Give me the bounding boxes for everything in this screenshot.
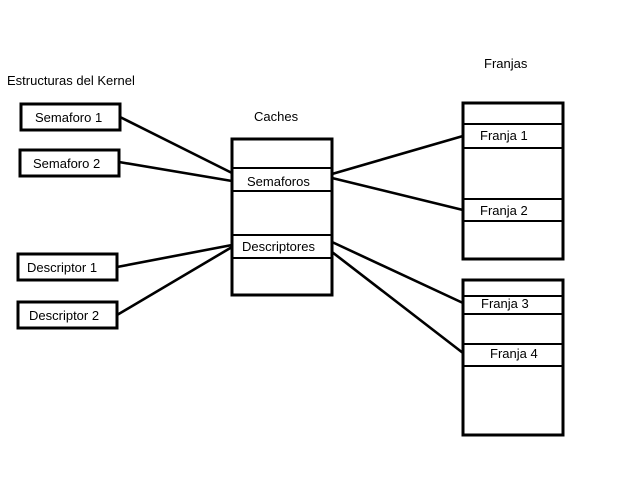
edge-semaforos-to-franja-1 bbox=[330, 134, 465, 176]
franjas-column-bottom: Franja 3 Franja 4 bbox=[461, 278, 565, 437]
franja-1-label: Franja 1 bbox=[480, 128, 528, 143]
caches-title: Caches bbox=[254, 109, 299, 124]
franjas-column-top: Franja 1 Franja 2 bbox=[461, 101, 565, 261]
edge-semaforos-to-franja-2 bbox=[330, 176, 465, 212]
edge-descriptor-2-to-descriptores bbox=[115, 245, 234, 317]
edge-semaforo-2-to-semaforos bbox=[117, 160, 234, 183]
franja-4-label: Franja 4 bbox=[490, 346, 538, 361]
semaforo-2-label: Semaforo 2 bbox=[33, 156, 100, 171]
edge-descriptor-1-to-descriptores bbox=[115, 243, 234, 269]
franja-2-label: Franja 2 bbox=[480, 203, 528, 218]
edge-descriptores-to-franja-3 bbox=[330, 240, 465, 305]
descriptor-1-box: Descriptor 1 bbox=[16, 252, 119, 282]
semaforo-1-label: Semaforo 1 bbox=[35, 110, 102, 125]
descriptor-1-label: Descriptor 1 bbox=[27, 260, 97, 275]
edge-semaforo-1-to-semaforos bbox=[118, 115, 234, 175]
franja-3-label: Franja 3 bbox=[481, 296, 529, 311]
franjas-title: Franjas bbox=[484, 56, 528, 71]
semaforo-1-box: Semaforo 1 bbox=[19, 102, 122, 132]
descriptor-2-box: Descriptor 2 bbox=[16, 300, 119, 330]
edge-descriptores-to-franja-4 bbox=[330, 250, 465, 355]
descriptor-2-label: Descriptor 2 bbox=[29, 308, 99, 323]
kernel-structures-title: Estructuras del Kernel bbox=[7, 73, 135, 88]
caches-column: Semaforos Descriptores bbox=[230, 137, 334, 297]
semaforo-2-box: Semaforo 2 bbox=[18, 148, 121, 178]
cache-descriptores-label: Descriptores bbox=[242, 239, 315, 254]
cache-semaforos-label: Semaforos bbox=[247, 174, 310, 189]
